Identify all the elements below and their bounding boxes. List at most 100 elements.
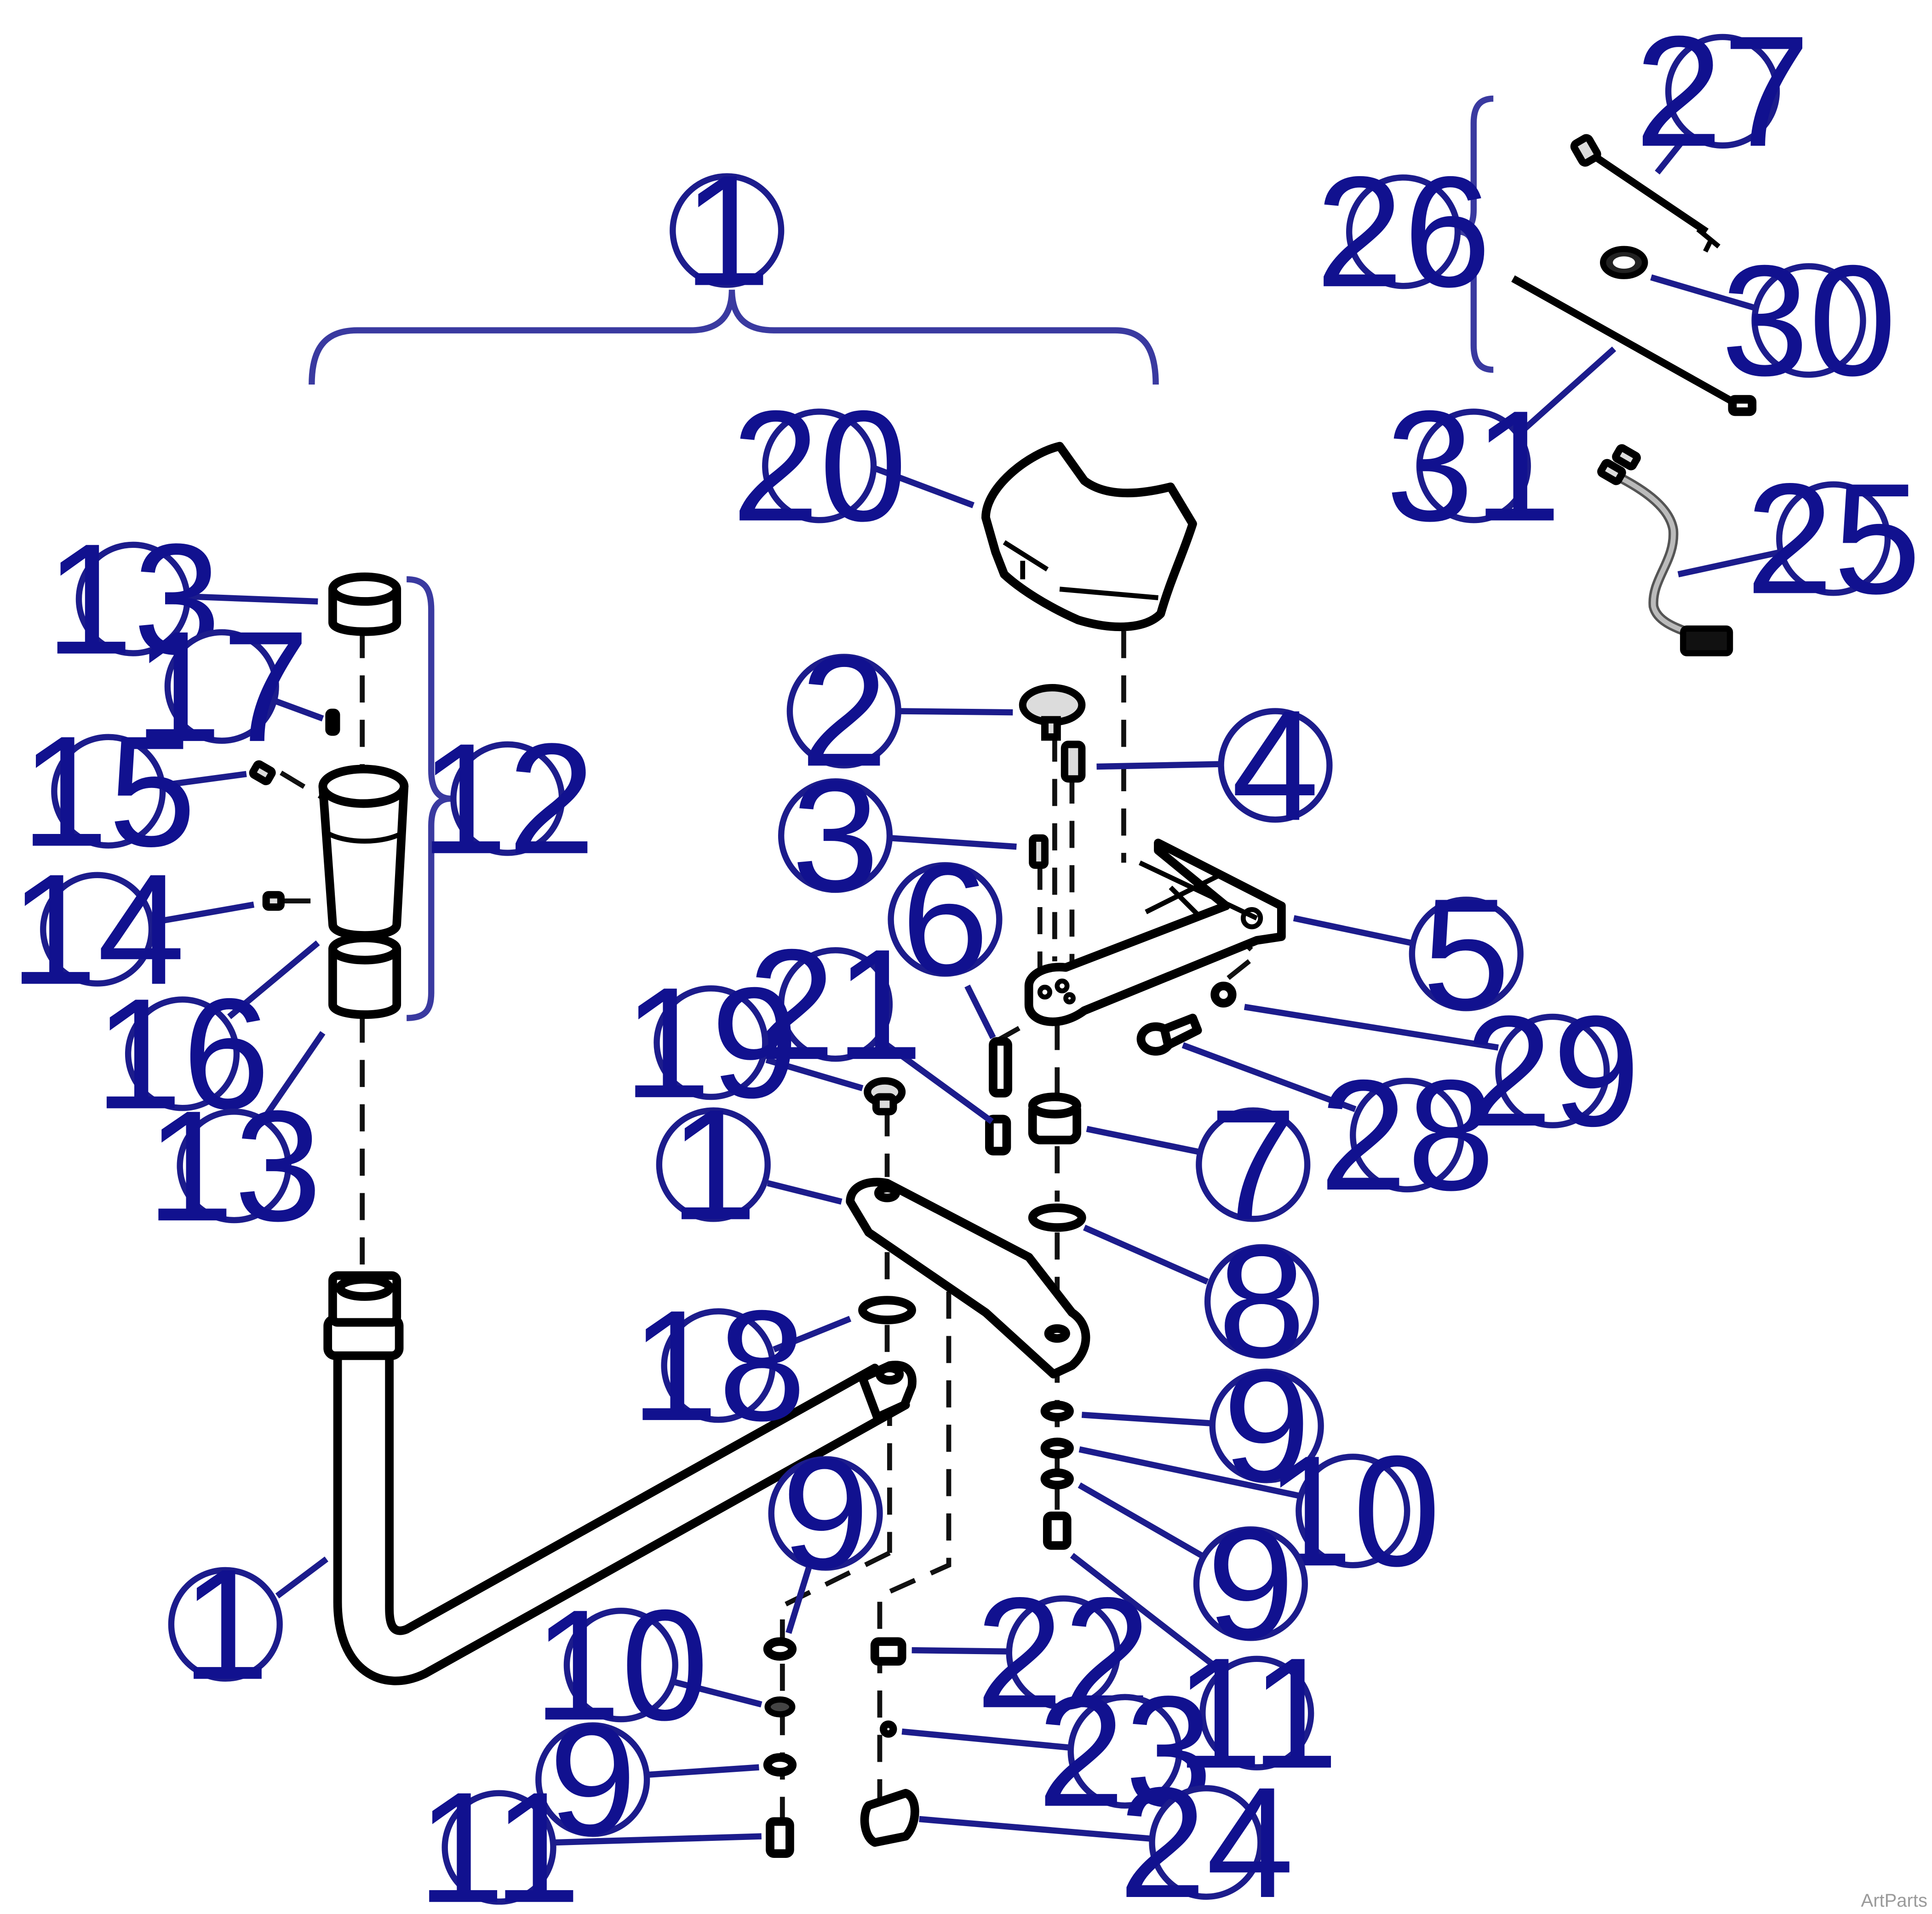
part-10-washer-l <box>764 1696 796 1718</box>
callout-19: 19 <box>623 954 798 1131</box>
part-5-mounting-bracket <box>1024 839 1286 1026</box>
callout-24: 24 <box>1118 1754 1294 1914</box>
svg-text:7: 7 <box>1209 1076 1297 1253</box>
part-3-screw <box>1029 834 1049 869</box>
svg-text:11: 11 <box>1175 1625 1339 1801</box>
svg-text:26: 26 <box>1316 144 1491 320</box>
callout-1-top: 1 <box>670 143 785 319</box>
svg-text:14: 14 <box>10 841 185 1017</box>
svg-text:12: 12 <box>420 711 595 887</box>
callout-15: 15 <box>21 703 196 879</box>
callout-1-low: 1 <box>168 1536 283 1713</box>
part-28-screw <box>1136 1013 1202 1056</box>
callout-30: 30 <box>1721 232 1896 408</box>
svg-text:30: 30 <box>1721 232 1896 408</box>
callout-26: 26 <box>1316 144 1491 320</box>
callout-6: 6 <box>888 831 1003 1007</box>
svg-text:10: 10 <box>533 1577 709 1753</box>
part-17-pin <box>325 708 340 736</box>
callout-9-right-2: 9 <box>1193 1495 1308 1672</box>
svg-text:29: 29 <box>1465 983 1640 1159</box>
part-11-bolt-l <box>766 1817 794 1858</box>
svg-text:4: 4 <box>1232 677 1319 853</box>
callout-9-right-1: 9 <box>1209 1338 1324 1514</box>
callout-25: 25 <box>1746 450 1921 627</box>
artparts-watermark: ArtParts <box>1861 1891 1927 1911</box>
part-31-cable-tie <box>1511 275 1757 416</box>
callout-13-bottom: 13 <box>146 1078 321 1254</box>
part-19-cap <box>864 1077 906 1115</box>
svg-text:27: 27 <box>1635 3 1810 179</box>
callout-7: 7 <box>1196 1076 1311 1253</box>
svg-text:1: 1 <box>182 1536 269 1713</box>
callout-8: 8 <box>1204 1213 1319 1390</box>
svg-text:9: 9 <box>549 1691 636 1868</box>
svg-text:17: 17 <box>134 598 310 775</box>
callout-2: 2 <box>786 623 901 799</box>
part-21-bushing <box>985 1115 1011 1155</box>
callout-28: 28 <box>1319 1047 1495 1223</box>
svg-text:25: 25 <box>1746 450 1921 627</box>
svg-text:19: 19 <box>623 954 798 1131</box>
part-7-spacer <box>1028 1092 1082 1144</box>
part-4-screw <box>1061 741 1086 783</box>
part-13-bushing-bottom <box>328 933 401 1019</box>
part-14-set-screw <box>262 891 285 911</box>
callout-1-mid: 1 <box>656 1076 771 1253</box>
callout-17: 17 <box>134 598 310 775</box>
leader-lines <box>155 109 1781 1846</box>
part-11-bolt-r <box>1043 1512 1072 1550</box>
svg-text:1: 1 <box>683 143 771 319</box>
part-25-wire-harness <box>1597 444 1733 656</box>
part-13-bushing-top <box>328 572 401 636</box>
svg-text:3: 3 <box>791 747 879 924</box>
part-9-washer-l1 <box>763 1637 797 1661</box>
callout-21: 21 <box>748 916 923 1092</box>
callout-29: 29 <box>1465 983 1640 1159</box>
part-12-sleeve <box>318 764 409 940</box>
part-30-hose-clamp <box>1599 246 1648 279</box>
callout-20: 20 <box>732 378 907 554</box>
part-29-washer <box>1210 982 1237 1008</box>
svg-text:21: 21 <box>748 916 923 1092</box>
part-9-washer-r2 <box>1040 1468 1074 1489</box>
svg-text:13: 13 <box>146 1078 321 1254</box>
svg-text:8: 8 <box>1218 1213 1306 1390</box>
callout-11-right: 11 <box>1175 1625 1339 1801</box>
part-24-cable-tie-mount <box>860 1788 919 1847</box>
part-15-set-screw <box>249 760 276 786</box>
callout-31: 31 <box>1386 378 1561 554</box>
callout-10-left: 10 <box>533 1577 709 1753</box>
svg-text:11: 11 <box>417 1759 581 1914</box>
part-10-washer-r <box>1040 1437 1074 1459</box>
part-9-washer-l2 <box>763 1753 797 1777</box>
part-8-washer <box>1028 1203 1086 1232</box>
svg-text:9: 9 <box>782 1425 870 1602</box>
svg-text:2: 2 <box>800 623 888 799</box>
callout-12: 12 <box>420 711 595 887</box>
callout-18: 18 <box>631 1277 806 1454</box>
part-9-washer-r1 <box>1040 1401 1074 1422</box>
svg-text:9: 9 <box>1207 1495 1295 1672</box>
part-27-sensor-cable <box>1570 134 1720 253</box>
part-23-screw <box>879 1720 897 1738</box>
callout-3: 3 <box>778 747 893 924</box>
assembly-1-bracket <box>309 289 1159 385</box>
part-22-clip <box>870 1637 906 1666</box>
svg-text:5: 5 <box>1422 866 1510 1042</box>
svg-text:15: 15 <box>21 703 196 879</box>
part-6-pin <box>989 1037 1012 1098</box>
part-2-knob <box>1019 684 1086 741</box>
svg-text:18: 18 <box>631 1277 806 1454</box>
svg-text:28: 28 <box>1319 1047 1495 1223</box>
svg-text:31: 31 <box>1386 378 1561 554</box>
svg-text:9: 9 <box>1223 1338 1311 1514</box>
callout-5: 5 <box>1409 866 1524 1042</box>
part-1-arm-link <box>846 1178 1090 1379</box>
callout-11-left: 11 <box>417 1759 581 1914</box>
svg-text:20: 20 <box>732 378 907 554</box>
part-18-washer <box>858 1296 916 1324</box>
callout-27: 27 <box>1635 3 1810 179</box>
part-1-arm-tube <box>323 1271 917 1685</box>
